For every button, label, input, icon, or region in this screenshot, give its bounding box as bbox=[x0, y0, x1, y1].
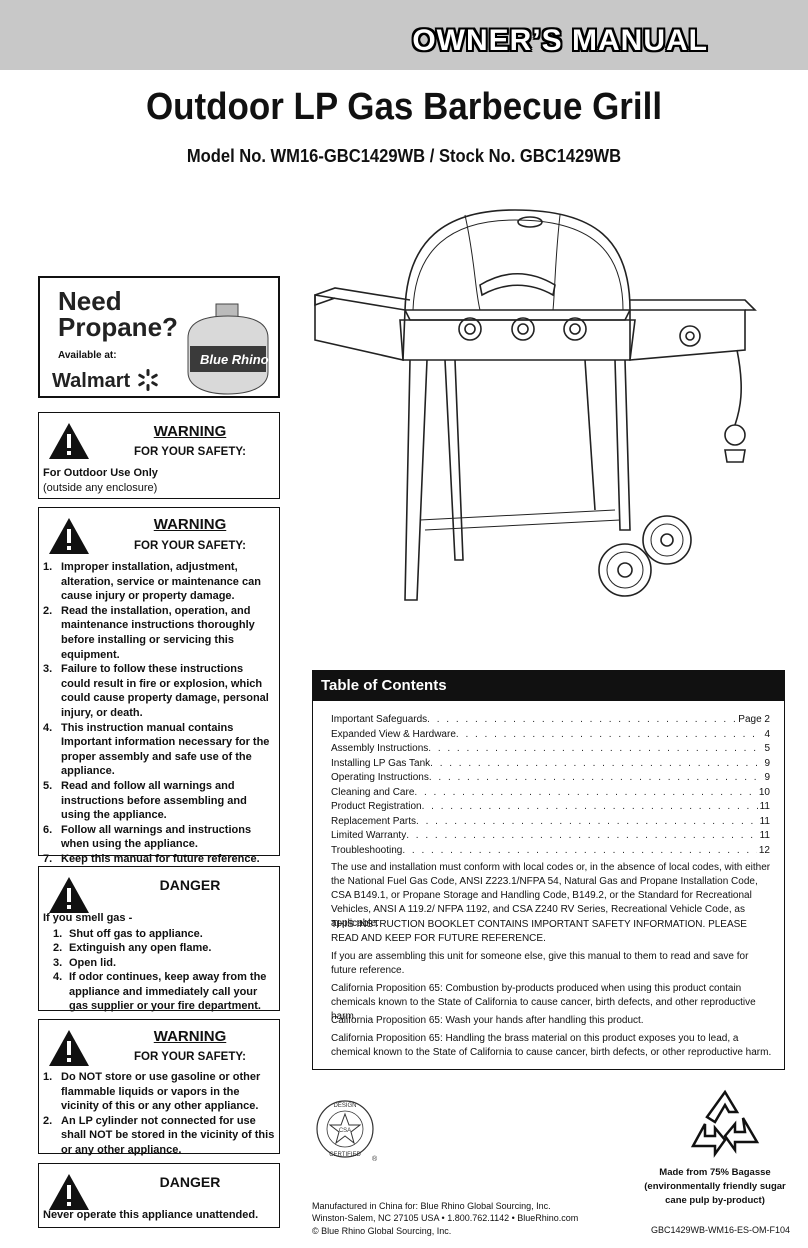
mfg-line3: © Blue Rhino Global Sourcing, Inc. bbox=[312, 1225, 452, 1236]
list-item: 4.This instruction manual contains Impor… bbox=[43, 721, 270, 778]
warning-triangle-icon bbox=[49, 423, 89, 459]
toc-row[interactable]: Operating Instructions9 bbox=[331, 771, 770, 786]
bagasse-line2: (environmentally friendly sugar bbox=[644, 1181, 786, 1192]
prop65-combustion-paragraph: California Proposition 65: Combustion by… bbox=[331, 983, 756, 1022]
warning-triangle-icon bbox=[49, 1030, 89, 1066]
recycle-icon bbox=[690, 1089, 760, 1158]
list-item: 4.If odor continues, keep away from the … bbox=[53, 971, 267, 1013]
warning-subheading: FOR YOUR SAFETY: bbox=[133, 540, 247, 552]
outdoor-use-line: For Outdoor Use Only bbox=[43, 467, 158, 479]
warning-subheading: FOR YOUR SAFETY: bbox=[133, 1051, 247, 1063]
svg-text:CSA: CSA bbox=[339, 1128, 351, 1134]
warning-list: 1.Do NOT store or use gasoline or other … bbox=[43, 1070, 275, 1158]
propane-tank-icon: Blue Rhino bbox=[187, 303, 269, 395]
walmart-logo: Walmart bbox=[52, 370, 131, 392]
danger-heading: DANGER bbox=[159, 1174, 221, 1190]
document-code: GBC1429WB-WM16-ES-OM-F104 bbox=[650, 1225, 790, 1235]
list-item: 2.Extinguish any open flame. bbox=[53, 942, 212, 955]
svg-text:®: ® bbox=[372, 1155, 378, 1163]
warning-heading: WARNING bbox=[153, 516, 227, 533]
grill-illustration bbox=[314, 209, 757, 601]
walmart-spark-icon bbox=[138, 369, 158, 391]
page-title: Outdoor LP Gas Barbecue Grill bbox=[145, 86, 663, 128]
danger-intro: If you smell gas - bbox=[43, 912, 133, 924]
list-item: 2.Read the installation, operation, and … bbox=[43, 604, 255, 661]
toc-row[interactable]: Limited Warranty11 bbox=[331, 829, 770, 844]
toc-list: Important SafeguardsPage 2 Expanded View… bbox=[331, 713, 770, 858]
warning-installation: WARNING FOR YOUR SAFETY: 1.Improper inst… bbox=[38, 507, 280, 865]
mfg-line2: Winston-Salem, NC 27105 USA • 1.800.762.… bbox=[312, 1213, 579, 1224]
codes-paragraph: The use and installation must conform wi… bbox=[331, 862, 771, 929]
toc-row[interactable]: Replacement Parts11 bbox=[331, 815, 770, 830]
bagasse-line3: cane pulp by-product) bbox=[665, 1195, 765, 1206]
toc-row[interactable]: Cleaning and Care10 bbox=[331, 786, 770, 801]
warning-triangle-icon bbox=[49, 1174, 89, 1210]
manufacturer-info: Manufactured in China for: Blue Rhino Gl… bbox=[312, 1200, 578, 1237]
svg-text:CERTIFIED: CERTIFIED bbox=[329, 1152, 361, 1158]
list-item: 6.Follow all warnings and instructions w… bbox=[43, 823, 252, 851]
ad-available-label: Available at: bbox=[58, 350, 117, 361]
propane-ad: Need Propane? Available at: Walmart Blue… bbox=[38, 276, 280, 398]
ad-headline-line1: Need bbox=[58, 286, 122, 316]
toc-row[interactable]: Product Registration11 bbox=[331, 800, 770, 815]
warning-subheading: FOR YOUR SAFETY: bbox=[133, 446, 247, 458]
list-item: 1.Shut off gas to appliance. bbox=[53, 928, 203, 940]
prop65-wash-paragraph: California Proposition 65: Wash your han… bbox=[331, 1015, 644, 1026]
toc-row[interactable]: Assembly Instructions5 bbox=[331, 742, 770, 757]
list-item: 5.Read and follow all warnings and instr… bbox=[43, 779, 247, 822]
warning-heading: WARNING bbox=[153, 1028, 227, 1045]
svg-text:Blue Rhino: Blue Rhino bbox=[200, 352, 269, 367]
warning-outdoor-use: WARNING FOR YOUR SAFETY: For Outdoor Use… bbox=[38, 412, 280, 499]
toc-row[interactable]: Installing LP Gas Tank9 bbox=[331, 757, 770, 772]
warning-list: 1.Improper installation, adjustment, alt… bbox=[43, 560, 275, 866]
warning-heading: WARNING bbox=[153, 423, 227, 440]
manual-heading: OWNER’S MANUAL bbox=[412, 24, 708, 57]
header-banner: OWNER’S MANUAL bbox=[0, 0, 808, 70]
danger-gas-smell: DANGER If you smell gas - 1.Shut off gas… bbox=[38, 866, 280, 1013]
ad-headline: Need Propane? bbox=[58, 288, 178, 340]
table-of-contents: Table of Contents Important SafeguardsPa… bbox=[312, 670, 785, 1070]
danger-heading: DANGER bbox=[159, 877, 221, 893]
enclosure-line: (outside any enclosure) bbox=[43, 482, 158, 494]
assembling-paragraph: If you are assembling this unit for some… bbox=[331, 951, 749, 976]
ad-headline-line2: Propane? bbox=[58, 312, 178, 342]
list-item: 2.An LP cylinder not connected for use s… bbox=[43, 1114, 275, 1156]
list-item: 3.Open lid. bbox=[53, 956, 117, 969]
list-item: 3.Failure to follow these instructions c… bbox=[43, 663, 269, 719]
model-number: Model No. WM16-GBC1429WB / Stock No. GBC… bbox=[186, 146, 622, 166]
danger-list: 1.Shut off gas to appliance. 2.Extinguis… bbox=[53, 927, 275, 1013]
list-item: 1.Do NOT store or use gasoline or other … bbox=[43, 1071, 261, 1113]
list-item: 1.Improper installation, adjustment, alt… bbox=[43, 561, 261, 603]
toc-row[interactable]: Important SafeguardsPage 2 bbox=[331, 713, 770, 728]
bagasse-note: Made from 75% Bagasse (environmentally f… bbox=[640, 1166, 790, 1208]
prop65-brass-paragraph: California Proposition 65: Handling the … bbox=[331, 1033, 772, 1058]
design-certified-seal: CSA DESIGN CERTIFIED ® bbox=[316, 1100, 378, 1163]
toc-heading: Table of Contents bbox=[313, 671, 784, 701]
svg-text:DESIGN: DESIGN bbox=[333, 1103, 356, 1109]
booklet-paragraph: THIS INSTRUCTION BOOKLET CONTAINS IMPORT… bbox=[331, 919, 747, 944]
toc-row[interactable]: Troubleshooting12 bbox=[331, 844, 770, 859]
unattended-text: Never operate this appliance unattended. bbox=[43, 1209, 259, 1221]
warning-triangle-icon bbox=[49, 877, 89, 913]
danger-unattended: DANGER Never operate this appliance unat… bbox=[38, 1163, 280, 1228]
mfg-line1: Manufactured in China for: Blue Rhino Gl… bbox=[312, 1201, 551, 1211]
warning-flammables: WARNING FOR YOUR SAFETY: 1.Do NOT store … bbox=[38, 1019, 280, 1156]
toc-row[interactable]: Expanded View & Hardware4 bbox=[331, 728, 770, 743]
list-item: 7.Keep this manual for future reference. bbox=[43, 852, 260, 865]
bagasse-line1: Made from 75% Bagasse bbox=[659, 1167, 771, 1178]
warning-triangle-icon bbox=[49, 518, 89, 554]
